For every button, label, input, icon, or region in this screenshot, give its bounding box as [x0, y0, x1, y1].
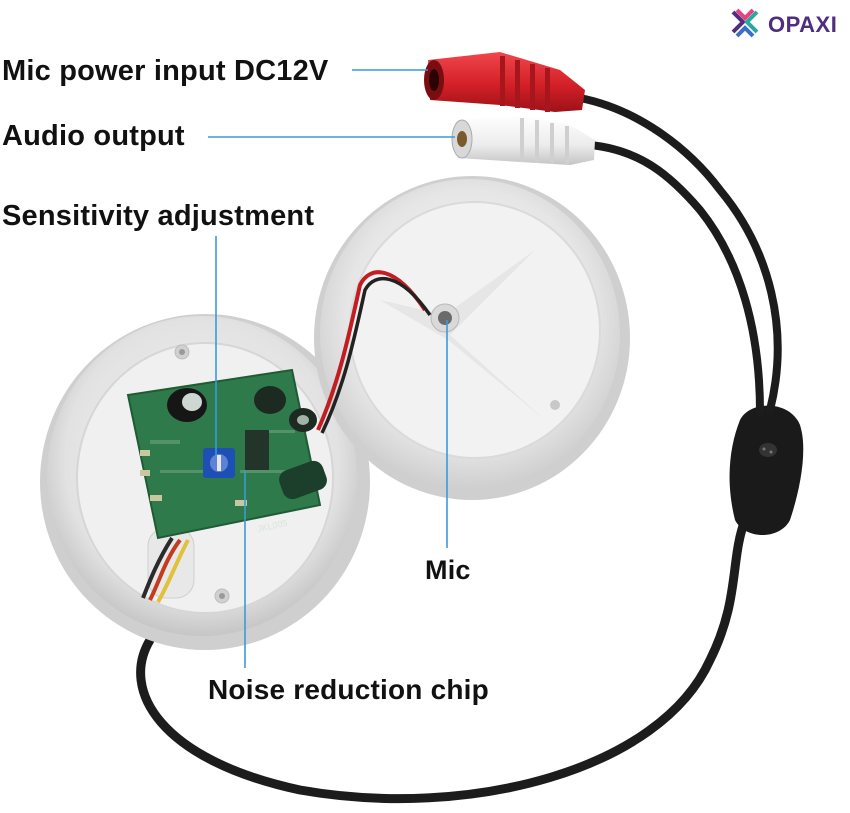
label-audio-output: Audio output — [2, 120, 185, 152]
branch-cable-a — [576, 94, 782, 414]
mic-wire-black — [320, 276, 432, 434]
main-cable — [136, 515, 750, 803]
branch-cable-b — [586, 141, 764, 416]
mic-wire-red — [316, 270, 427, 431]
pcb-board: JKL005 — [126, 368, 327, 540]
cup-housing — [314, 176, 630, 500]
pcb-wires — [148, 538, 182, 601]
white-rca-plug — [451, 115, 595, 165]
leader-lines — [208, 69, 455, 668]
label-mic: Mic — [425, 555, 471, 585]
label-sensitivity-adjustment: Sensitivity adjustment — [2, 200, 315, 232]
opaxi-logo-mark — [731, 8, 759, 38]
red-dc-plug — [424, 52, 585, 112]
brand-logo-text: OPAXI — [768, 12, 838, 37]
label-noise-reduction-chip: Noise reduction chip — [208, 674, 489, 705]
label-mic-power-input: Mic power input DC12V — [2, 55, 329, 87]
cable-splitter — [729, 405, 804, 535]
